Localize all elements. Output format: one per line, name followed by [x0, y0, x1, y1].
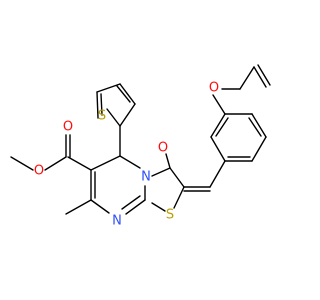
atom-o-ester-ether: O — [34, 164, 44, 179]
atom-o-ketone: O — [158, 141, 168, 156]
atom-o-ester-carbonyl: O — [63, 120, 73, 135]
atom-o-allyloxy: O — [209, 81, 219, 96]
atom-n-pyrimidine: N — [112, 214, 122, 229]
molecule-structure: O O S N O N S O — [10, 64, 271, 229]
atom-s-thiophene: S — [98, 109, 106, 124]
atom-s-thiazole: S — [166, 208, 174, 223]
bonds — [10, 64, 271, 215]
atom-n-ring: N — [141, 170, 151, 185]
atom-labels: O O S N O N S O — [34, 81, 219, 229]
